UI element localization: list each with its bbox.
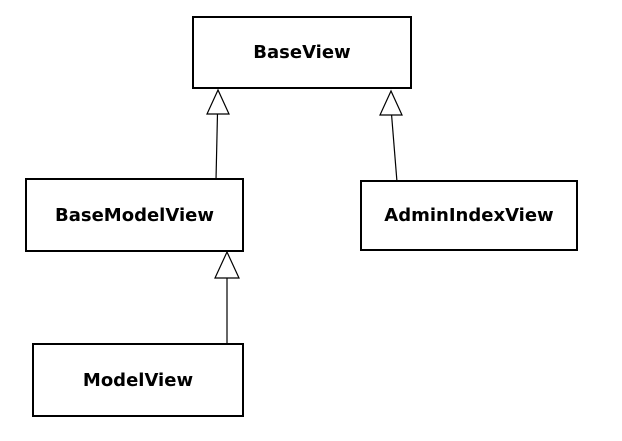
- class-box-baseview: BaseView: [192, 16, 412, 89]
- edge-basemodelview-to-baseview: [215, 112, 219, 181]
- class-box-adminindexview: AdminIndexView: [360, 180, 578, 251]
- class-label-modelview: ModelView: [82, 369, 194, 391]
- class-label-basemodelview: BaseModelView: [55, 204, 214, 226]
- inheritance-arrowhead-icon: [214, 250, 240, 279]
- inheritance-arrowhead-icon: [206, 88, 230, 115]
- class-label-baseview: BaseView: [253, 42, 351, 63]
- edge-adminindexview-to-baseview: [390, 113, 398, 183]
- class-box-basemodelview: BaseModelView: [25, 178, 244, 252]
- inheritance-arrowhead-icon: [379, 89, 403, 116]
- class-box-modelview: ModelView: [32, 343, 244, 417]
- class-label-adminindexview: AdminIndexView: [384, 205, 554, 226]
